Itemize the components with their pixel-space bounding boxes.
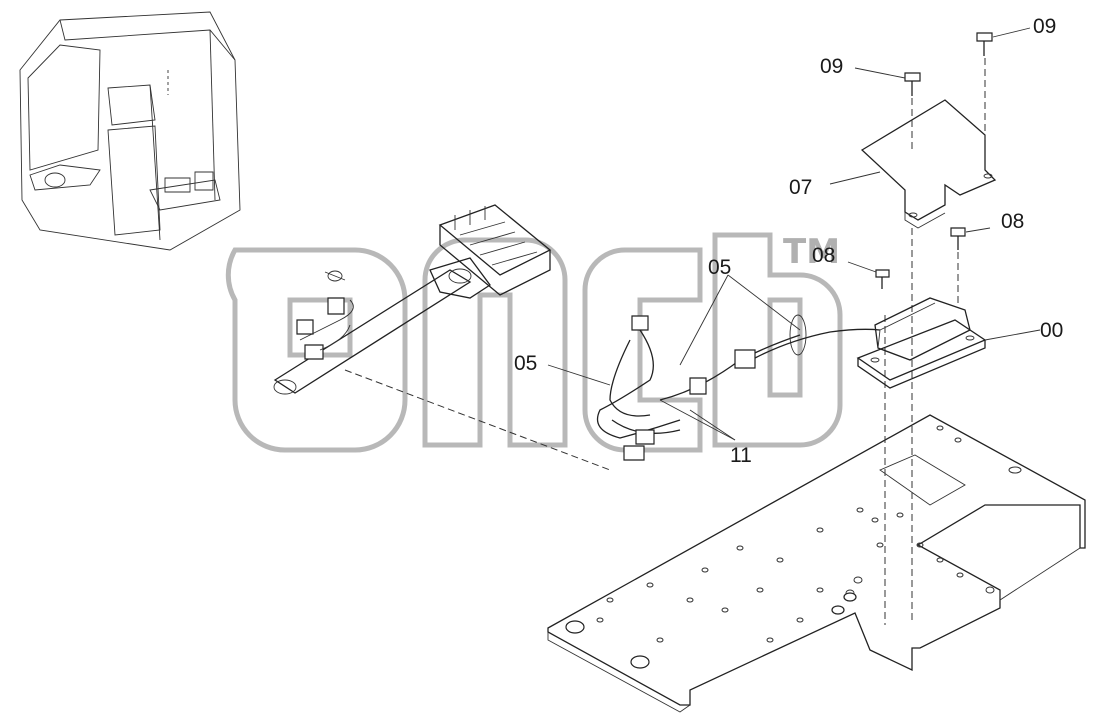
fuse-box-bracket — [324, 204, 552, 299]
floor-plate — [547, 414, 1086, 713]
part-label-08-left: 08 — [812, 244, 835, 267]
bolt-09-b — [976, 32, 993, 140]
part-label-08-right: 08 — [1001, 210, 1024, 233]
label-leaders — [547, 27, 1041, 441]
bolt-08-a — [950, 227, 966, 305]
part-label-07: 07 — [789, 176, 812, 199]
part-label-05-left: 05 — [514, 352, 537, 375]
floor-plate-bolts — [565, 592, 857, 669]
leader-dash-lines — [344, 228, 913, 625]
controller-unit — [856, 297, 987, 389]
trademark-mark: TM — [783, 232, 840, 272]
left-wiring-harness — [273, 268, 472, 395]
part-label-00: 00 — [1040, 319, 1063, 342]
part-label-05-top: 05 — [708, 256, 731, 279]
cab-thumbnail — [19, 11, 241, 251]
cover-plate — [860, 99, 997, 229]
watermark-logo — [225, 232, 843, 453]
bolt-08-b — [875, 269, 890, 289]
center-harness — [596, 314, 881, 461]
part-label-09-right: 09 — [1033, 15, 1056, 38]
part-label-09-left: 09 — [820, 55, 843, 78]
bolt-09-a — [904, 72, 921, 96]
part-label-11: 11 — [730, 444, 752, 467]
floor-plate-holes — [596, 425, 1022, 643]
